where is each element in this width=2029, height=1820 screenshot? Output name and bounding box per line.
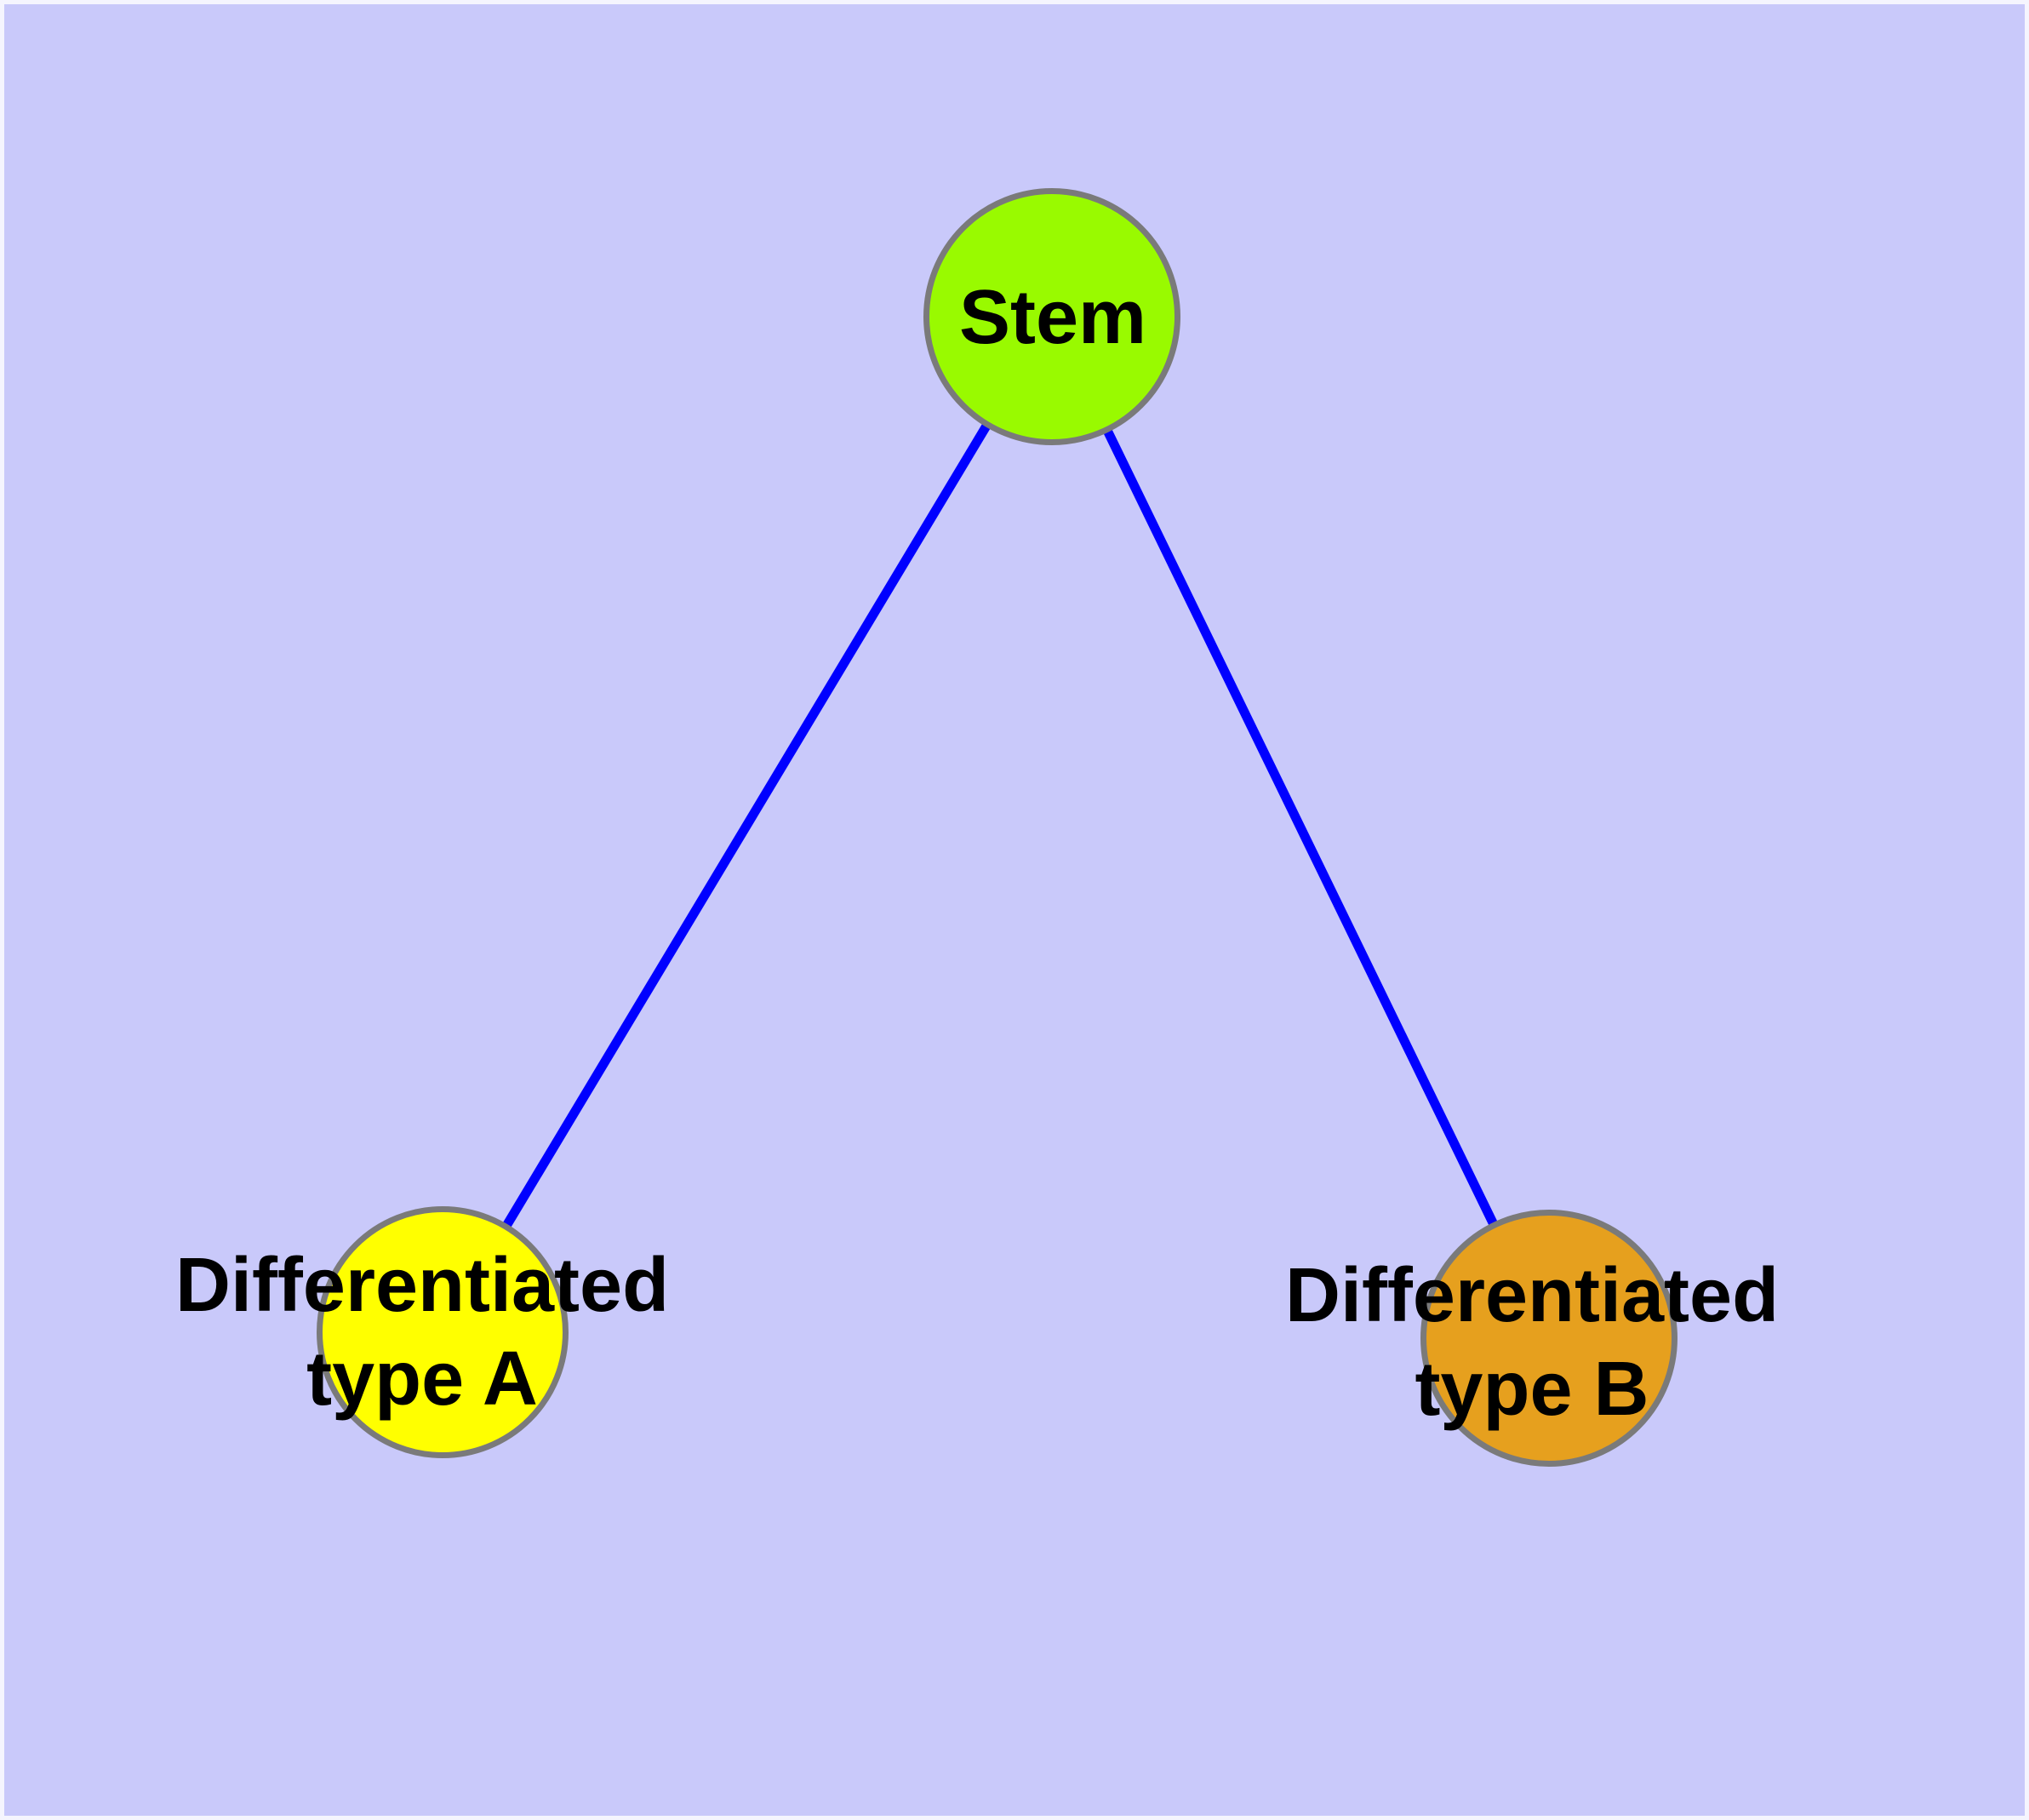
node-differentiated-type-a: [317, 1206, 569, 1458]
node-stem-label: Stem: [958, 275, 1147, 361]
node-differentiated-type-a-label: Differentiated type A: [174, 1243, 670, 1422]
node-differentiated-type-b-label: Differentiated type B: [1284, 1253, 1780, 1432]
node-stem: [923, 188, 1180, 445]
node-differentiated-type-b: [1420, 1210, 1677, 1467]
edge-stem-to-type-b: [1048, 314, 1553, 1341]
edge-stem-to-type-a: [438, 314, 1056, 1335]
